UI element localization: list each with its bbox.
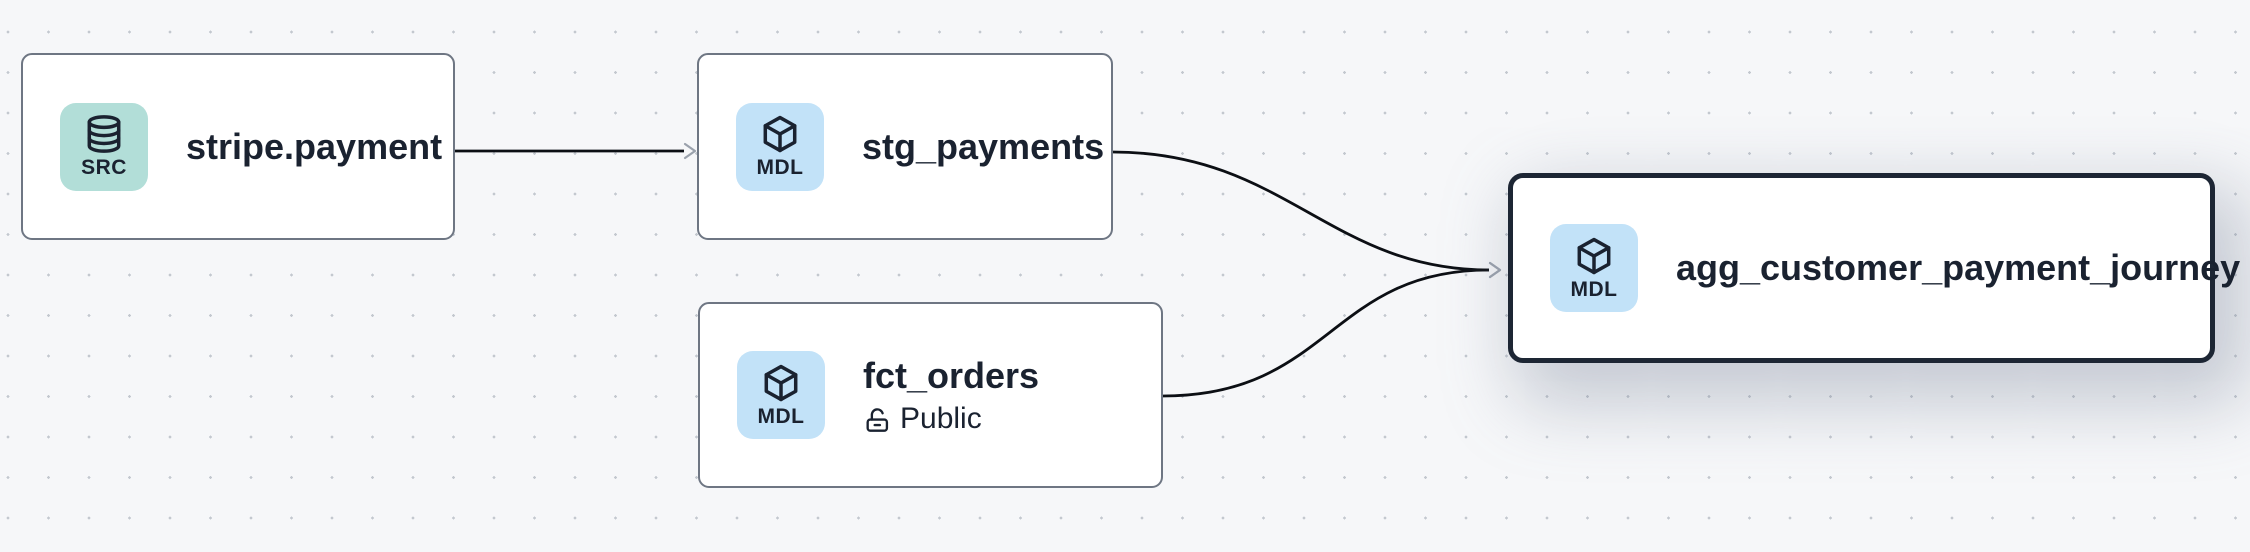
node-text-block: fct_orders Public [863, 354, 1039, 437]
node-stg-payments[interactable]: MDL stg_payments [697, 53, 1113, 240]
badge-label: MDL [756, 156, 804, 180]
edge-fct-orders-to-agg-customer-payment-journey[interactable] [1162, 261, 1502, 398]
visibility-row: Public [863, 402, 1039, 437]
model-badge: MDL [737, 351, 825, 439]
node-label: agg_customer_payment_journey [1676, 247, 2241, 289]
node-label: fct_orders [863, 354, 1040, 396]
node-fct-orders[interactable]: MDL fct_orders Public [698, 302, 1163, 488]
badge-label: MDL [757, 404, 805, 428]
node-stripe-payment[interactable]: SRC stripe.payment [21, 53, 455, 240]
database-icon [87, 115, 121, 154]
cube-icon [763, 116, 797, 153]
node-label: stripe.payment [186, 125, 443, 167]
source-badge: SRC [60, 102, 148, 191]
model-badge: MDL [1550, 224, 1638, 312]
node-label: stg_payments [862, 125, 1105, 167]
visibility-label: Public [900, 401, 982, 435]
badge-label: MDL [1570, 277, 1618, 301]
node-agg-customer-payment-journey[interactable]: MDL agg_customer_payment_journey [1508, 173, 2240, 363]
badge-label: SRC [81, 156, 127, 180]
model-badge: MDL [736, 102, 824, 191]
edge-stg-payments-to-agg-customer-payment-journey[interactable] [1112, 150, 1502, 279]
cube-icon [764, 364, 798, 402]
cube-icon [1577, 237, 1611, 275]
unlock-icon [866, 408, 889, 432]
